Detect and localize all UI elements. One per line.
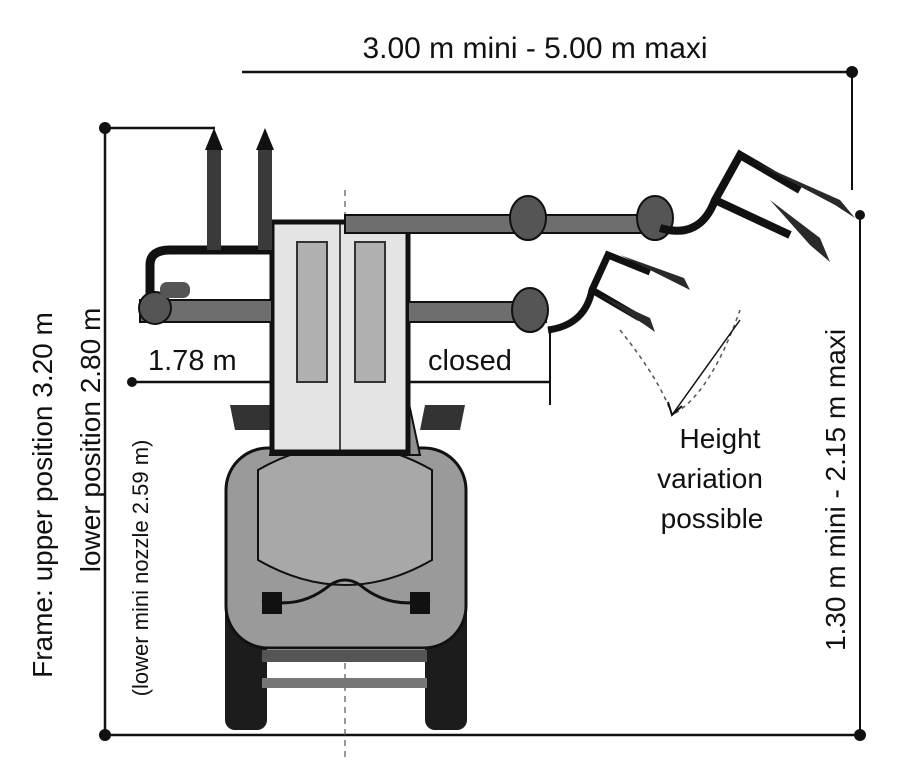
nozzle-height-dimension: [854, 210, 866, 741]
overall-width-label: 3.00 m mini - 5.00 m maxi: [362, 32, 707, 65]
half-width-label: 1.78 m: [148, 345, 237, 377]
right-boom-upper: [344, 149, 855, 262]
frame-height-label-1: Frame: upper position 3.20 m: [27, 312, 58, 678]
spray-tank: [224, 444, 468, 650]
frame-height-label-3: (lower mini nozzle 2.59 m): [128, 440, 153, 697]
height-variation-label-3: possible: [661, 503, 764, 534]
closed-label: closed: [428, 345, 512, 377]
height-variation-label-2: variation: [657, 463, 763, 494]
frame-height-label-2: lower position 2.80 m: [75, 308, 106, 573]
nozzle-height-label: 1.30 m mini - 2.15 m maxi: [820, 329, 851, 651]
frame-height-dimension: [99, 122, 215, 741]
right-boom-lower: [407, 250, 690, 334]
left-boom-folded: [138, 245, 273, 325]
top-nozzles: [205, 128, 274, 250]
overall-width-dimension: [242, 66, 858, 190]
height-variation-arc: [619, 309, 741, 417]
central-frame: [269, 219, 411, 455]
height-variation-label-1: Height: [680, 423, 761, 454]
